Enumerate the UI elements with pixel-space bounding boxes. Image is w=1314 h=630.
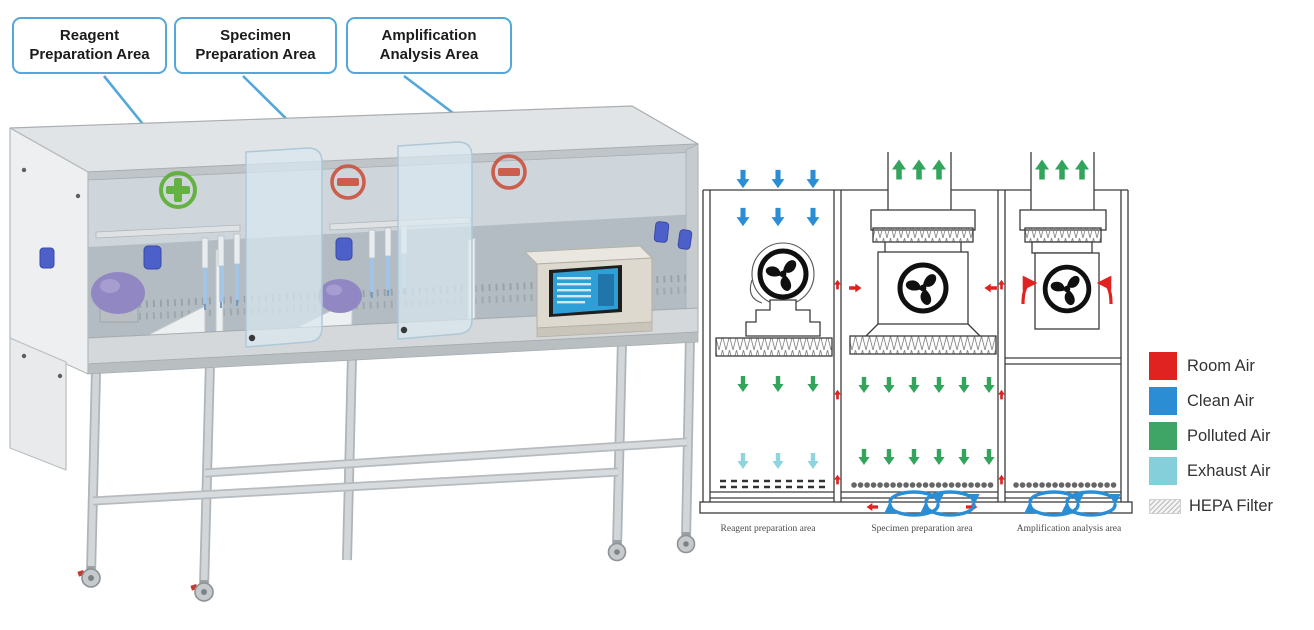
divider-panel-2 — [397, 141, 473, 340]
minus-symbol-2 — [491, 154, 527, 190]
legend-item-clean-air: Clean Air — [1149, 387, 1314, 415]
hepa-filter-middle-top — [872, 227, 974, 243]
legend-label: Exhaust Air — [1187, 461, 1271, 480]
reagent-bottles-bay3 — [653, 221, 693, 250]
pipette-rail — [95, 224, 241, 239]
cabinet-stand — [77, 335, 696, 602]
fan-icon-right — [1045, 267, 1089, 311]
bay-contents — [39, 216, 693, 338]
room-air-hook-arrows — [1021, 275, 1113, 305]
purple-dome-bay2 — [318, 279, 362, 313]
pipettes-bay1 — [201, 233, 241, 310]
cabinet-body — [9, 105, 699, 471]
exhaust-ducts — [887, 152, 1095, 190]
minus-symbol-1 — [330, 164, 366, 200]
fan-icon-middle — [900, 265, 946, 311]
pcr-analyzer — [523, 245, 654, 338]
area-label-reagent: Reagent preparation area — [721, 524, 817, 534]
hepa-filter-middle — [849, 335, 997, 355]
divider-panels — [245, 141, 473, 348]
area-label-specimen: Specimen preparation area — [871, 524, 973, 534]
clean-air-arrows — [736, 169, 820, 227]
legend: Room Air Clean Air Polluted Air Exhaust … — [1149, 352, 1314, 527]
caster-wheels — [77, 532, 696, 602]
legend-label: Clean Air — [1187, 391, 1254, 410]
legend-item-room-air: Room Air — [1149, 352, 1314, 380]
legend-label: Room Air — [1187, 356, 1255, 375]
legend-item-polluted-air: Polluted Air — [1149, 422, 1314, 450]
divider-panel-1 — [245, 147, 323, 348]
callout-amplification-analysis-area: Amplification Analysis Area — [346, 17, 512, 74]
zone-symbols — [159, 154, 527, 209]
cabinet-illustration — [9, 74, 699, 602]
reagent-bottle-bay2 — [335, 237, 353, 261]
exhaust-air-swatch — [1149, 457, 1177, 485]
room-air-swatch — [1149, 352, 1177, 380]
reagent-bottle-bay1 — [39, 245, 162, 270]
floor-perforations — [720, 479, 1119, 489]
divider-wall-1 — [833, 190, 842, 502]
clean-air-swatch — [1149, 387, 1177, 415]
hepa-filter-left — [715, 337, 833, 357]
legend-label: Polluted Air — [1187, 426, 1271, 445]
area-label-amplification: Amplification analysis area — [1017, 523, 1122, 534]
airflow-schematic: Reagent preparation area Specimen prepar… — [699, 152, 1133, 534]
divider-wall-2 — [997, 190, 1006, 502]
fan-icon-left — [760, 251, 806, 297]
exhaust-air-arrows — [737, 453, 819, 469]
hepa-filter-swatch — [1149, 498, 1181, 514]
polluted-air-swatch — [1149, 422, 1177, 450]
circulation-swirl-arrows — [884, 490, 1121, 517]
callout-reagent-preparation-area: Reagent Preparation Area — [12, 17, 167, 74]
hepa-filter-right — [1024, 227, 1102, 243]
callout-specimen-preparation-area: Specimen Preparation Area — [174, 17, 337, 74]
legend-item-hepa-filter: HEPA Filter — [1149, 492, 1314, 520]
schematic-area-labels: Reagent preparation area Specimen prepar… — [721, 523, 1122, 534]
purple-dome-bay1 — [91, 272, 145, 323]
legend-item-exhaust-air: Exhaust Air — [1149, 457, 1314, 485]
legend-label: HEPA Filter — [1189, 496, 1274, 515]
plus-symbol — [159, 171, 197, 209]
